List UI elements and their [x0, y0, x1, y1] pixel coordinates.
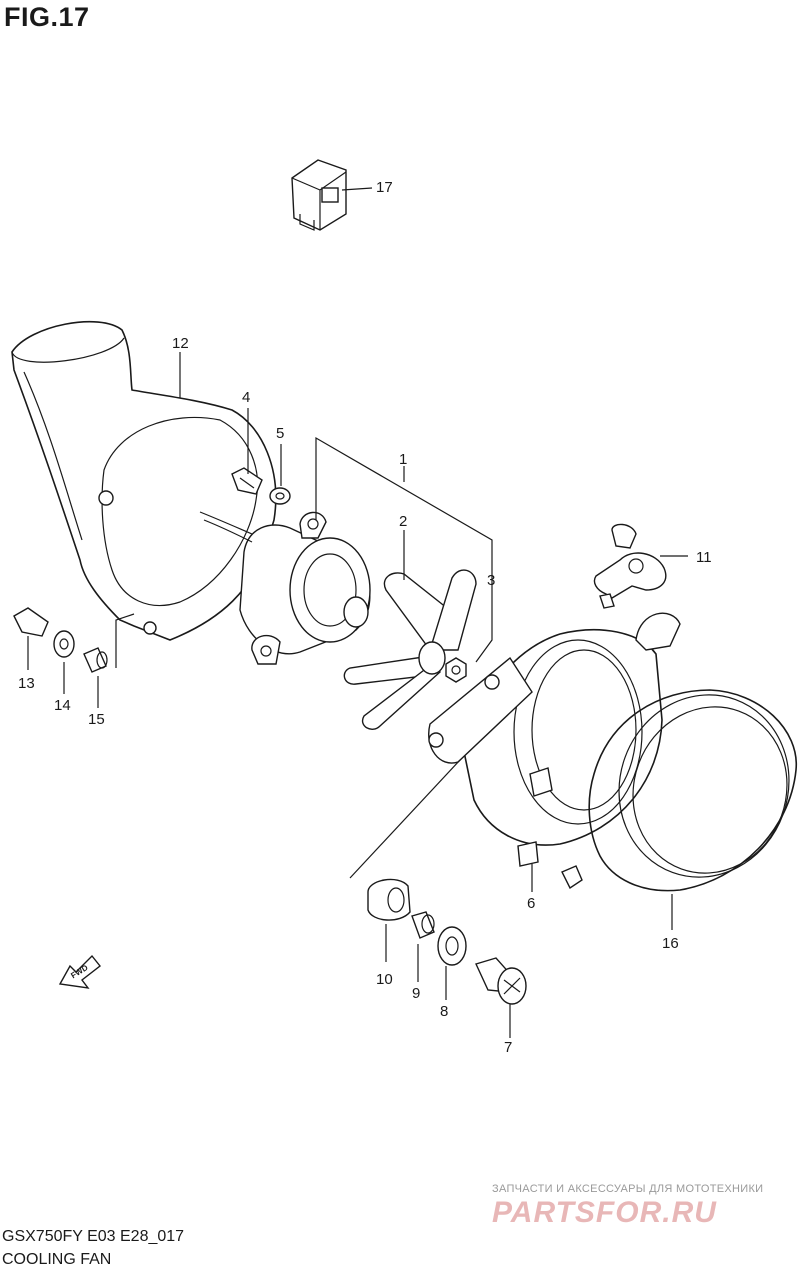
callout-10: 10 — [376, 971, 393, 988]
callout-4: 4 — [242, 389, 250, 406]
footer-diagram-code: GSX750FY E03 E28_017 — [2, 1228, 185, 1245]
part-9-collar — [411, 911, 435, 982]
footer-diagram-name: COOLING FAN — [2, 1251, 112, 1268]
part-3-nut — [445, 657, 467, 683]
part-12-fan-shroud — [11, 320, 277, 641]
watermark-tagline: ЗАПЧАСТИ И АКСЕССУАРЫ ДЛЯ МОТОТЕХНИКИ — [492, 1183, 764, 1195]
callout-11: 11 — [696, 549, 712, 566]
figure-title: FIG.17 — [4, 2, 90, 32]
part-13-bolt — [13, 607, 49, 670]
callout-5: 5 — [276, 425, 284, 442]
part-7-screw — [475, 957, 527, 1038]
callout-3: 3 — [487, 572, 495, 589]
part-16-fan-housing — [428, 612, 797, 930]
callout-15: 15 — [88, 711, 105, 728]
callout-1: 1 — [399, 451, 407, 468]
callout-14: 14 — [54, 697, 71, 714]
callout-9: 9 — [412, 985, 420, 1002]
callout-17: 17 — [376, 179, 393, 196]
callout-2: 2 — [399, 513, 407, 530]
watermark-brand: PARTSFOR.RU — [492, 1196, 717, 1229]
callout-13: 13 — [18, 675, 35, 692]
part-15-collar — [83, 613, 135, 708]
part-10-grommet — [349, 759, 461, 962]
part-5-washer — [269, 444, 291, 505]
callout-6: 6 — [527, 895, 535, 912]
part-17-relay — [291, 159, 373, 231]
part-14-washer — [53, 630, 75, 694]
callout-12: 12 — [172, 335, 189, 352]
callout-7: 7 — [504, 1039, 512, 1056]
callout-16: 16 — [662, 935, 679, 952]
part-11-clamp — [593, 523, 688, 609]
part-8-washer — [437, 926, 467, 1000]
part-1-fan-motor — [199, 436, 493, 665]
part-4-bolt — [231, 408, 263, 495]
fwd-arrow-icon — [58, 954, 101, 989]
callout-8: 8 — [440, 1003, 448, 1020]
part-2-fan-blade — [343, 530, 477, 730]
